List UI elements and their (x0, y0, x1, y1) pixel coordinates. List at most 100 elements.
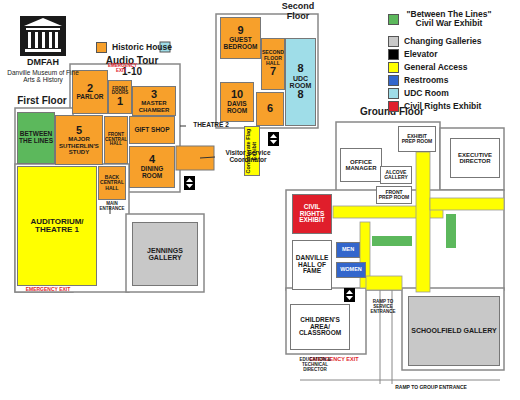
legend-item: UDC Room (388, 88, 449, 99)
legend-item: "Between The Lines" Civil War Exhibit (388, 10, 494, 29)
room-name: BACK CENTRAL HALL (100, 175, 124, 191)
room-name: MASTER CHAMBER (134, 100, 174, 113)
legend-text: General Access (404, 63, 467, 72)
legend-text: Historic House (112, 43, 172, 52)
map-label: EDUCATION & TECHNICAL DIRECTOR (290, 358, 340, 373)
elevator-icon (268, 132, 279, 146)
elevator-icon (184, 176, 195, 190)
logo-icon (20, 16, 66, 56)
callout-number: 9 (237, 25, 243, 37)
room-box: AUDITORIUM/ THEATRE 1 (17, 166, 97, 286)
room-box: 3MASTER CHAMBER (132, 86, 176, 116)
room-box: GIFT SHOP (129, 116, 175, 144)
legend-item: General Access (388, 62, 467, 73)
map-label: THEATRE 2 (188, 121, 234, 128)
room-box: 9GUEST BEDROOM (220, 17, 261, 59)
legend-item: Changing Galleries (388, 36, 481, 47)
room-name: FRONT PREP ROOM (378, 190, 410, 201)
room-box: OFFICE MANAGER (340, 148, 382, 182)
callout-number: 1 (117, 96, 123, 108)
map-label: EMERGENCY EXIT (18, 287, 78, 293)
legend-swatch (388, 62, 399, 73)
room-box: DANVILLE HALL OF FAME (292, 240, 332, 290)
leader-line (180, 126, 186, 127)
room-name: MEN (342, 247, 354, 253)
room-name: CHILDREN'S AREA/ CLASSROOM (292, 317, 348, 337)
room-name: GUEST BEDROOM (222, 37, 259, 51)
callout-number: 6 (267, 103, 273, 115)
map-label: First Floor (14, 95, 70, 106)
room-name: EXECUTIVE DIRECTOR (452, 152, 498, 165)
room-name: GIFT SHOP (134, 127, 169, 134)
legend-swatch (388, 101, 399, 112)
callout-number: 10 (231, 89, 243, 101)
room-box: FRONT DOORS1 (108, 80, 132, 114)
map-label: Visitor Service Coordinator (217, 149, 279, 163)
room-box: JENNINGS GALLERY (132, 222, 198, 286)
map-label: RAMP TO GROUP ENTRANCE (376, 385, 486, 391)
room-name: SCHOOLFIELD GALLERY (411, 327, 496, 334)
map-label: EMERGENCY EXIT (108, 64, 134, 74)
room-name: OFFICE MANAGER (342, 159, 380, 172)
building-outline (286, 122, 504, 370)
map-label: RAMP TO SERVICE ENTRANCE (366, 300, 400, 315)
room-box: EXHIBIT PREP ROOM (398, 126, 436, 152)
room-name: PARLOR (77, 94, 104, 101)
room-box: 8UDC ROOM8 (285, 38, 316, 126)
callout-number: 8 (297, 89, 303, 101)
legend-swatch (388, 14, 399, 25)
room-box: 4DINING ROOM (129, 146, 175, 188)
room-box: WOMEN (336, 262, 366, 278)
elevator-icon (344, 288, 355, 302)
room-name: FRONT DOORS (110, 87, 130, 96)
room-name: SECOND FLOOR HALL (262, 50, 284, 66)
room-box: BETWEEN THE LINES (17, 112, 55, 164)
civil-war-exhibit-area (372, 214, 456, 248)
room-name: MAJOR SUTHERLIN'S STUDY (57, 136, 101, 155)
legend-swatch (388, 75, 399, 86)
leader-line (200, 157, 215, 158)
callout-number: 2 (87, 83, 93, 95)
room-name: CIVIL RIGHTS EXHIBIT (294, 204, 330, 224)
room-name: FRONT CENTRAL HALL (105, 133, 127, 148)
room-box: FRONT PREP ROOM (376, 186, 412, 204)
legend-text: Restrooms (404, 76, 448, 85)
legend-item: Restrooms (388, 75, 448, 86)
callout-number: 7 (270, 66, 276, 78)
room-name: AUDITORIUM/ THEATRE 1 (19, 218, 95, 235)
room-name: BETWEEN THE LINES (19, 131, 53, 145)
callout-number: 3 (151, 89, 157, 101)
legend-item: Civil Rights Exhibit (388, 101, 481, 112)
legend-swatch (96, 42, 107, 53)
room-name: ALCOVE GALLERY (382, 170, 410, 181)
legend-text: Changing Galleries (404, 37, 481, 46)
legend-item: Historic House (96, 42, 172, 53)
legend-item: Elevator (388, 49, 438, 60)
legend-text: UDC Room (404, 89, 449, 98)
building-outline (15, 64, 204, 292)
building-outline (216, 14, 318, 128)
room-box: CHILDREN'S AREA/ CLASSROOM (290, 304, 350, 350)
room-box: BACK CENTRAL HALL (98, 166, 126, 200)
legend-swatch (388, 49, 399, 60)
callout-number: 8 (297, 63, 303, 75)
room-box: CIVIL RIGHTS EXHIBIT (292, 194, 332, 234)
room-box: SECOND FLOOR HALL7 (261, 38, 285, 90)
map-label: Second Floor (276, 2, 320, 22)
map-label: DMFAH (8, 58, 78, 68)
room-box: 2PARLOR (72, 70, 108, 114)
room-box: 5MAJOR SUTHERLIN'S STUDY (55, 115, 103, 165)
historic-corridor (176, 146, 214, 170)
room-box: MEN (336, 242, 360, 258)
room-box: 10DAVIS ROOM (220, 82, 254, 122)
legend-text: Elevator (404, 50, 438, 59)
room-box: FRONT CENTRAL HALL (104, 116, 128, 164)
room-name: JENNINGS GALLERY (134, 247, 196, 262)
callout-number: 4 (149, 154, 155, 166)
legend-text: "Between The Lines" Civil War Exhibit (404, 10, 494, 29)
room-box: EXECUTIVE DIRECTOR (450, 138, 500, 178)
room-name: WOMEN (340, 267, 362, 273)
map-label: MAIN ENTRANCE (98, 202, 126, 212)
legend-text: Civil Rights Exhibit (404, 102, 481, 111)
legend-swatch (388, 36, 399, 47)
